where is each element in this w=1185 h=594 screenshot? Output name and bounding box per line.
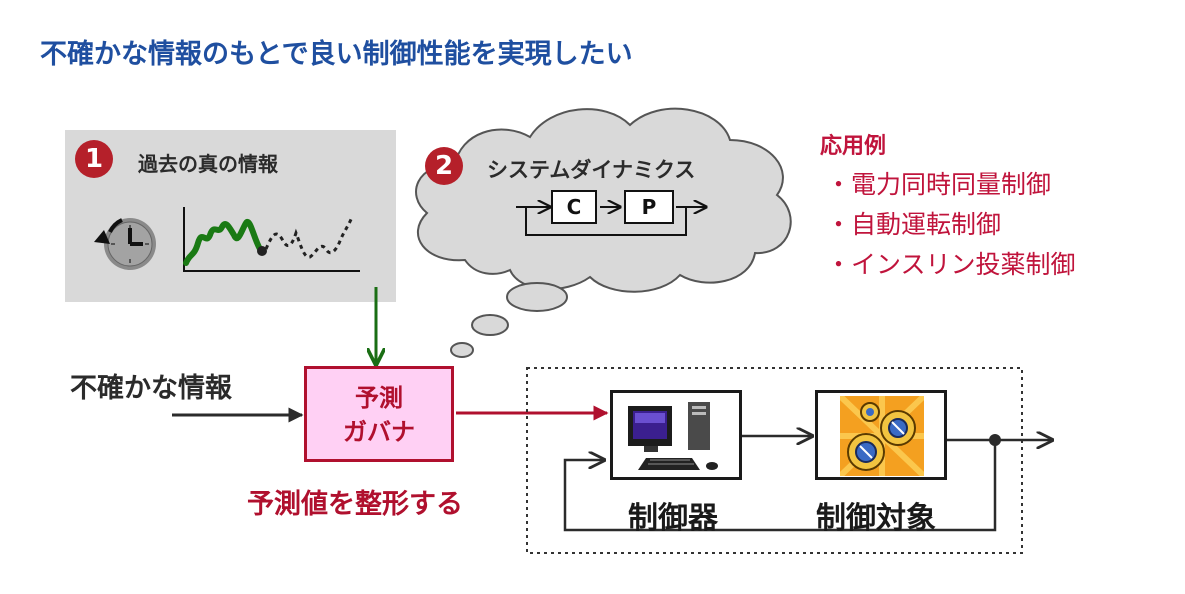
application-item: ・インスリン投薬制御 xyxy=(826,250,1076,279)
controller-label: 制御器 xyxy=(628,501,718,536)
step-2-badge: 2 xyxy=(425,147,463,185)
governor-line-2: ガバナ xyxy=(343,418,415,446)
cp-loop-diagram xyxy=(516,185,710,236)
history-clock-icon xyxy=(94,218,156,270)
application-item: ・電力同時同量制御 xyxy=(826,170,1052,199)
plant-block-p: P xyxy=(624,190,674,224)
system-dynamics-cloud xyxy=(415,107,792,358)
governor-caption: 予測値を整形する xyxy=(247,489,463,520)
prediction-governor-block: 予測 ガバナ xyxy=(304,366,454,462)
system-dynamics-label: システムダイナミクス xyxy=(487,158,696,182)
time-series-sketch xyxy=(183,207,360,272)
applications-heading: 応用例 xyxy=(820,134,887,159)
plant-label: 制御対象 xyxy=(816,501,936,536)
uncertain-info-label: 不確かな情報 xyxy=(70,373,232,404)
past-info-panel xyxy=(65,130,396,302)
governor-line-1: 予測 xyxy=(355,384,403,412)
past-info-label: 過去の真の情報 xyxy=(138,152,278,176)
controller-block-c: C xyxy=(551,190,597,224)
computer-icon xyxy=(628,402,718,470)
application-item: ・自動運転制御 xyxy=(826,210,1002,239)
page-title: 不確かな情報のもとで良い制御性能を実現したい xyxy=(40,39,633,70)
gears-icon xyxy=(840,396,924,476)
step-1-badge: 1 xyxy=(75,140,113,178)
